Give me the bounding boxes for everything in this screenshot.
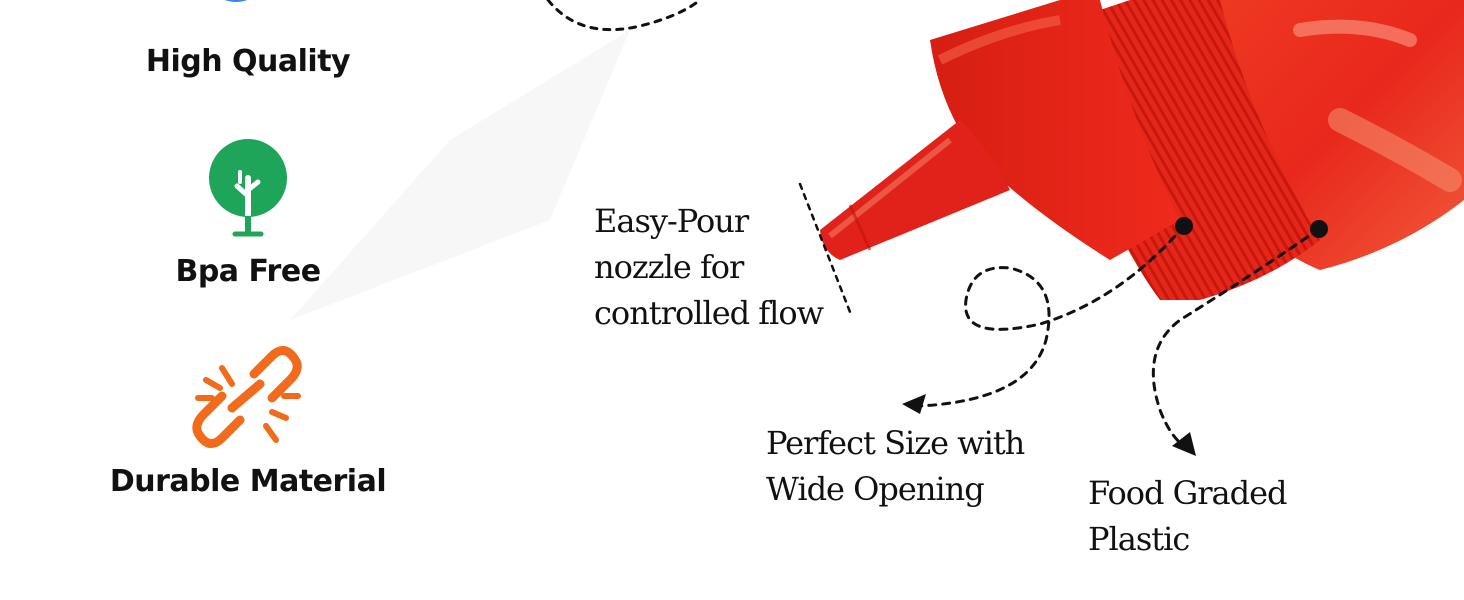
feature-label-durable-material: Durable Material <box>109 464 387 499</box>
background-watermark <box>290 30 630 320</box>
callout-perfect-size: Perfect Size with Wide Opening <box>766 420 1025 512</box>
callout-food-graded-plastic: Food Graded Plastic <box>1088 470 1287 562</box>
callout-nozzle-line3: controlled flow <box>594 294 824 332</box>
callout-size-line2: Wide Opening <box>766 470 985 508</box>
decorative-dashed-loop <box>546 0 702 32</box>
squeeze-bottle-image <box>820 0 1464 300</box>
callout-easy-pour-nozzle: Easy-Pour nozzle for controlled flow <box>594 198 824 336</box>
callout-plastic-line1: Food Graded <box>1088 474 1287 512</box>
tree-icon <box>206 138 290 238</box>
callout-nozzle-line2: nozzle for <box>594 248 744 286</box>
callout-size-line1: Perfect Size with <box>766 424 1025 462</box>
callout-plastic-line2: Plastic <box>1088 520 1190 558</box>
callout-nozzle-line1: Easy-Pour <box>594 202 749 240</box>
quality-badge-icon <box>200 0 272 30</box>
feature-label-bpa-free: Bpa Free <box>175 254 321 289</box>
feature-label-high-quality: High Quality <box>145 44 351 79</box>
broken-link-icon <box>192 346 302 448</box>
